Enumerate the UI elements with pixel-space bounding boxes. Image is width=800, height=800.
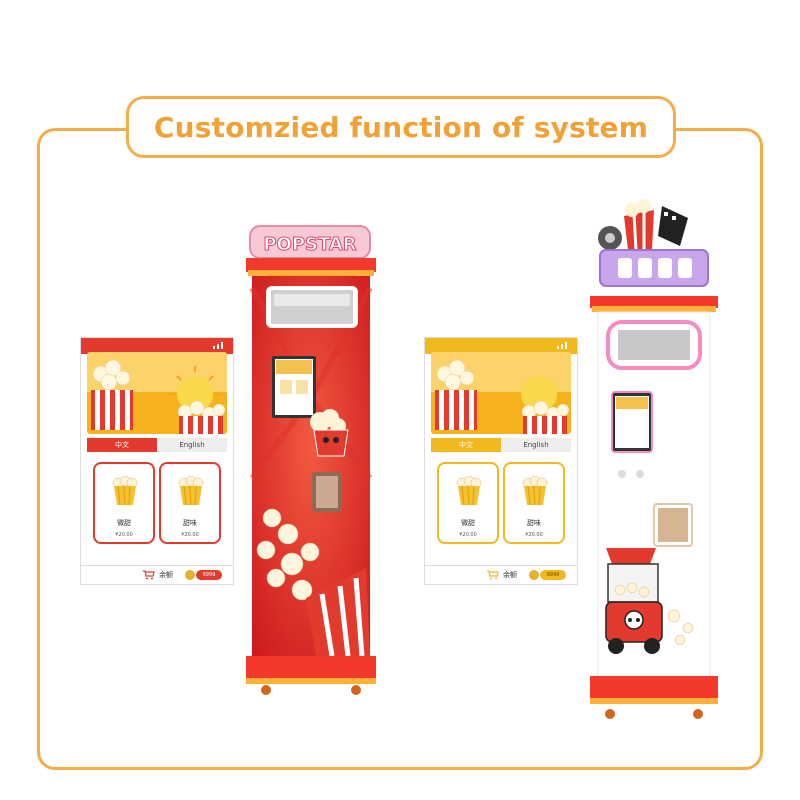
white-popcorn-machine bbox=[590, 199, 718, 719]
product-price: ¥20.00 bbox=[181, 532, 199, 538]
product-name: 微甜 bbox=[117, 519, 131, 527]
balance-value: 9999 bbox=[196, 570, 222, 580]
tab-english[interactable]: English bbox=[157, 438, 227, 452]
product-name: 甜味 bbox=[527, 519, 541, 527]
popcorn-cup-icon bbox=[112, 476, 138, 506]
cart-icon[interactable] bbox=[143, 570, 155, 580]
product-card[interactable]: 微甜 ¥20.00 bbox=[437, 462, 499, 544]
promo-banner bbox=[431, 352, 571, 434]
language-tabs: 中文 English bbox=[87, 438, 227, 452]
product-price: ¥20.00 bbox=[459, 532, 477, 538]
topper-decoration bbox=[598, 199, 688, 251]
balance-label: 余额 bbox=[503, 571, 517, 579]
tab-chinese[interactable]: 中文 bbox=[87, 438, 157, 452]
status-bar bbox=[425, 338, 577, 354]
product-price: ¥20.00 bbox=[115, 532, 133, 538]
product-card[interactable]: 甜味 ¥20.00 bbox=[159, 462, 221, 544]
machine-brand: POPSTAR bbox=[263, 234, 356, 255]
screen-footer: 余额 9999 bbox=[425, 565, 577, 584]
popstar-machine: POPSTAR bbox=[246, 225, 376, 695]
balance-value: 9999 bbox=[540, 570, 566, 580]
tab-english[interactable]: English bbox=[501, 438, 571, 452]
product-card[interactable]: 甜味 ¥20.00 bbox=[503, 462, 565, 544]
popcorn-cup-icon bbox=[522, 476, 548, 506]
title-box: Customzied function of system bbox=[126, 96, 676, 158]
screen-yellow: 中文 English 微甜 ¥20.00 甜味 ¥20.00 余额 9999 bbox=[425, 338, 577, 584]
cart-icon[interactable] bbox=[487, 570, 499, 580]
promo-banner bbox=[87, 352, 227, 434]
signal-icon bbox=[213, 342, 223, 349]
screen-red: 中文 English 微甜 ¥20.00 甜味 ¥20.00 余额 9999 bbox=[81, 338, 233, 584]
status-bar bbox=[81, 338, 233, 354]
tab-chinese[interactable]: 中文 bbox=[431, 438, 501, 452]
coin-icon bbox=[529, 570, 539, 580]
balance-label: 余额 bbox=[159, 571, 173, 579]
screen-footer: 余额 9999 bbox=[81, 565, 233, 584]
page-title: Customzied function of system bbox=[153, 110, 649, 144]
product-name: 微甜 bbox=[461, 519, 475, 527]
product-price: ¥20.00 bbox=[525, 532, 543, 538]
language-tabs: 中文 English bbox=[431, 438, 571, 452]
signal-icon bbox=[557, 342, 567, 349]
product-name: 甜味 bbox=[183, 519, 197, 527]
popcorn-cup-icon bbox=[178, 476, 204, 506]
product-card[interactable]: 微甜 ¥20.00 bbox=[93, 462, 155, 544]
popcorn-cup-icon bbox=[456, 476, 482, 506]
coin-icon bbox=[185, 570, 195, 580]
